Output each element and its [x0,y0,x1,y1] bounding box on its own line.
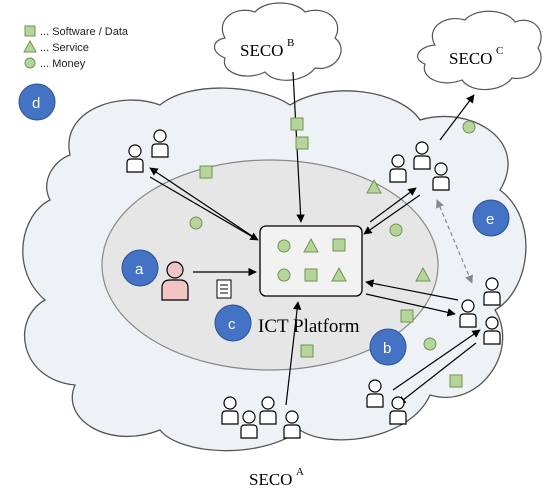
software-legend-icon [24,25,36,37]
legend: ... Software / Data ... Service ... Mone… [23,25,129,70]
legend-service-label: ... Service [40,42,89,54]
peer-link-arrow [436,199,473,284]
badge-d: d [18,83,56,121]
service-legend-icon [23,39,37,53]
legend-money-label: ... Money [40,58,86,70]
ict-platform: ICT Platform [258,225,363,337]
seco-a-name: SECO [249,470,292,489]
seco-a-sup: A [296,466,304,478]
seco-b-sup: B [287,37,294,49]
badge-e: e [472,199,510,237]
seco-b-name: SECO [240,41,283,60]
badge-c: c [214,304,252,342]
seco-c-sup: C [496,45,503,57]
svg-text:a: a [135,261,144,278]
seco-c-cloud: SECO C [417,10,542,91]
document-icon [216,279,232,299]
seco-c-name: SECO [449,49,492,68]
money-legend-icon [24,57,36,69]
svg-text:e: e [486,211,494,228]
svg-text:b: b [383,340,391,357]
platform-box [259,225,363,297]
badge-b: b [369,328,407,366]
platform-owner-person [161,261,189,301]
seco-b-cloud: SECO B [213,2,342,81]
seco-a-label: SECO A [249,466,304,489]
flow-arrows [149,71,481,406]
platform-label: ICT Platform [258,316,360,337]
svg-text:d: d [32,95,40,112]
badge-a: a [121,249,159,287]
legend-software-label: ... Software / Data [40,26,129,38]
svg-text:c: c [228,316,236,333]
